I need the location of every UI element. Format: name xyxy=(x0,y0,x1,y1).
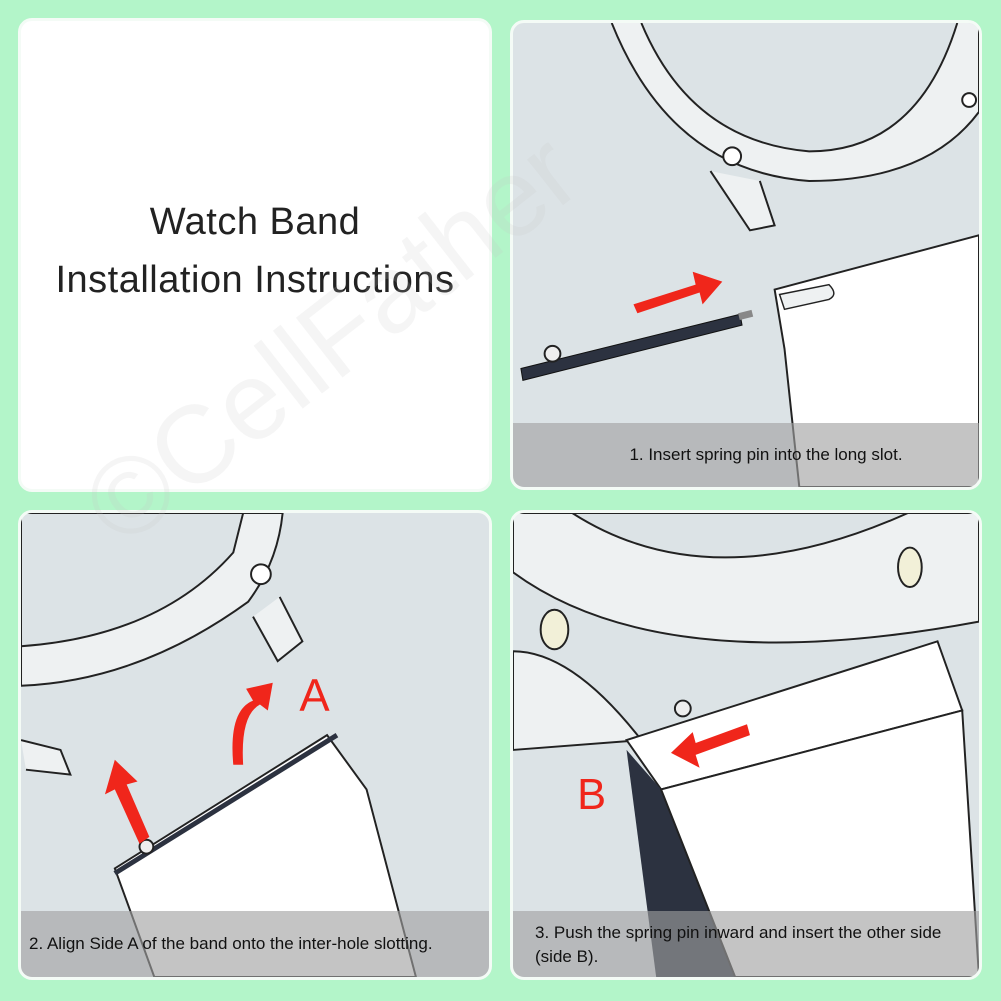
step-2-illustration: A xyxy=(21,513,417,977)
step-3-caption: 3. Push the spring pin inward and insert… xyxy=(513,911,979,977)
step-1-illustration xyxy=(520,23,979,487)
step-2-panel: A 2. Align Side A of the band onto the i… xyxy=(18,510,492,980)
title-panel: Watch Band Installation Instructions xyxy=(18,18,492,492)
title-line-1: Watch Band xyxy=(149,201,361,243)
red-arrow-icon xyxy=(670,724,750,768)
step-1-panel: 1. Insert spring pin into the long slot. xyxy=(510,20,982,490)
red-arrow-icon xyxy=(104,759,150,844)
red-arrow-icon xyxy=(633,271,723,314)
red-curved-arrow-icon xyxy=(232,682,273,765)
title-line-2: Installation Instructions xyxy=(55,259,455,301)
step-1-caption: 1. Insert spring pin into the long slot. xyxy=(513,423,979,487)
step-2-caption: 2. Align Side A of the band onto the int… xyxy=(21,911,489,977)
side-a-label: A xyxy=(299,669,330,720)
step-3-illustration: B xyxy=(513,513,979,977)
side-b-label: B xyxy=(577,771,606,819)
step-3-panel: B 3. Push the spring pin inward and inse… xyxy=(510,510,982,980)
page-title: Watch Band Installation Instructions xyxy=(21,193,489,309)
